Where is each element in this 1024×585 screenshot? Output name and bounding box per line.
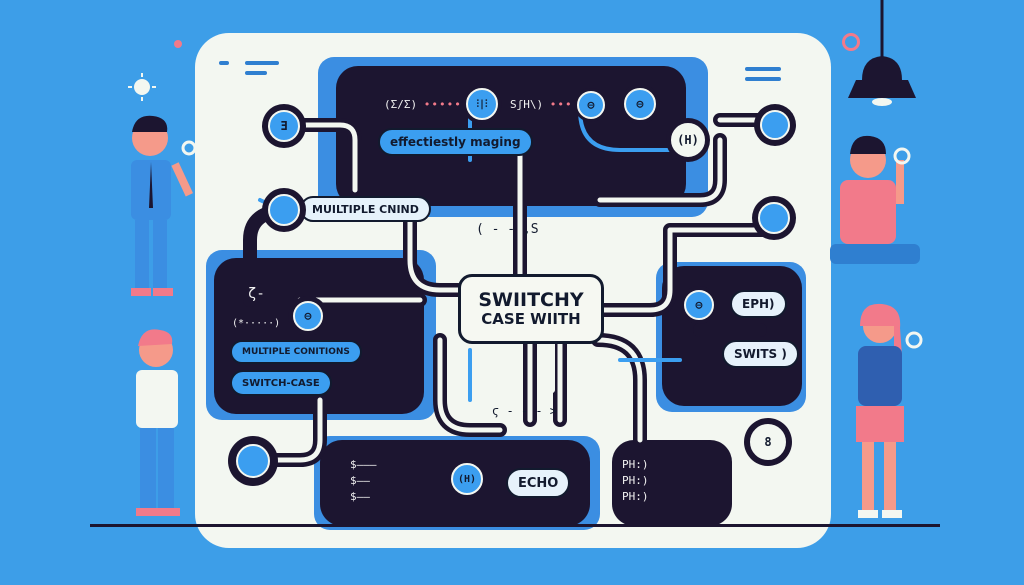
node-icon: ⊖ bbox=[293, 301, 323, 331]
node-circle: Ǝ bbox=[262, 104, 306, 148]
center-title-line1: SWIITCHY bbox=[478, 289, 584, 311]
panel-dash bbox=[245, 71, 267, 75]
node-circle: ⫶|⫶ bbox=[462, 84, 502, 124]
label-multiple-conditions: MULTIPLE CONITIONS bbox=[230, 340, 362, 364]
panel-dash bbox=[745, 77, 781, 81]
code-line: PH:) bbox=[622, 490, 649, 503]
code-bracket: ϛ - - - > bbox=[492, 404, 558, 418]
node-icon: ⫶|⫶ bbox=[466, 88, 498, 120]
center-title-line2: CASE WIITH bbox=[481, 310, 581, 328]
ring-icon bbox=[842, 33, 860, 51]
sun-icon bbox=[128, 73, 156, 101]
label-eph: EPH) bbox=[730, 290, 787, 318]
node-circle: ⊖ bbox=[574, 88, 608, 122]
code-line: $—— bbox=[350, 474, 370, 487]
code-dots: ••• bbox=[549, 98, 573, 111]
node-icon bbox=[760, 110, 790, 140]
node-circle: (H) bbox=[448, 460, 486, 498]
node-circle bbox=[228, 436, 278, 486]
node-icon bbox=[268, 194, 300, 226]
sparkle-dot-icon bbox=[174, 40, 182, 48]
node-circle: ⊖ bbox=[680, 286, 718, 324]
label-multiple-cnind: MUILTIPLE CNIND bbox=[300, 196, 431, 222]
node-circle bbox=[752, 196, 796, 240]
node-icon: ⊖ bbox=[577, 91, 605, 119]
code-line: $——— bbox=[350, 458, 377, 471]
code-text: SʃH\) bbox=[510, 98, 544, 111]
node-icon: (H) bbox=[671, 123, 705, 157]
person-illustration bbox=[131, 115, 197, 296]
code-snippet: (*·····) bbox=[232, 318, 281, 329]
code-snippet: SʃH\) ••• bbox=[510, 98, 573, 111]
node-circle: (H) bbox=[666, 118, 710, 162]
node-icon: ⊖ bbox=[684, 290, 714, 320]
panel-dash bbox=[219, 61, 229, 65]
ground-line bbox=[90, 524, 940, 527]
node-icon: ⊖ bbox=[624, 88, 656, 120]
node-icon: Ǝ bbox=[268, 110, 300, 142]
code-snippet: ζ- bbox=[248, 286, 265, 302]
panel-dash bbox=[745, 67, 781, 71]
code-line: PH:) bbox=[622, 474, 649, 487]
person-illustration bbox=[830, 135, 920, 264]
node-circle bbox=[262, 188, 306, 232]
node-circle: ⊖ bbox=[620, 84, 660, 124]
node-icon bbox=[236, 444, 270, 478]
person-illustration bbox=[856, 303, 923, 518]
code-bracket: ( - - ,S bbox=[476, 222, 539, 237]
label-echo: ECHO bbox=[506, 468, 571, 498]
node-icon: 8 bbox=[750, 424, 786, 460]
node-icon bbox=[758, 202, 790, 234]
code-line: PH:) bbox=[622, 458, 649, 471]
center-title-card: SWIITCHY CASE WIITH bbox=[458, 274, 604, 344]
panel-dash bbox=[245, 61, 279, 65]
person-illustration bbox=[136, 329, 180, 516]
node-circle bbox=[754, 104, 796, 146]
dark-block-bottom-right bbox=[612, 440, 732, 526]
lamp-icon bbox=[848, 0, 916, 106]
label-switch-case: SWITCH-CASE bbox=[230, 370, 332, 396]
label-effectively-managing: effectiestly maging bbox=[378, 128, 533, 156]
node-icon: (H) bbox=[451, 463, 483, 495]
code-text: (Σ/Σ) bbox=[384, 98, 418, 111]
node-circle: 8 bbox=[744, 418, 792, 466]
label-swits: SWITS ) bbox=[722, 340, 799, 368]
code-line: $—— bbox=[350, 490, 370, 503]
node-circle: ⊖ bbox=[288, 296, 328, 336]
